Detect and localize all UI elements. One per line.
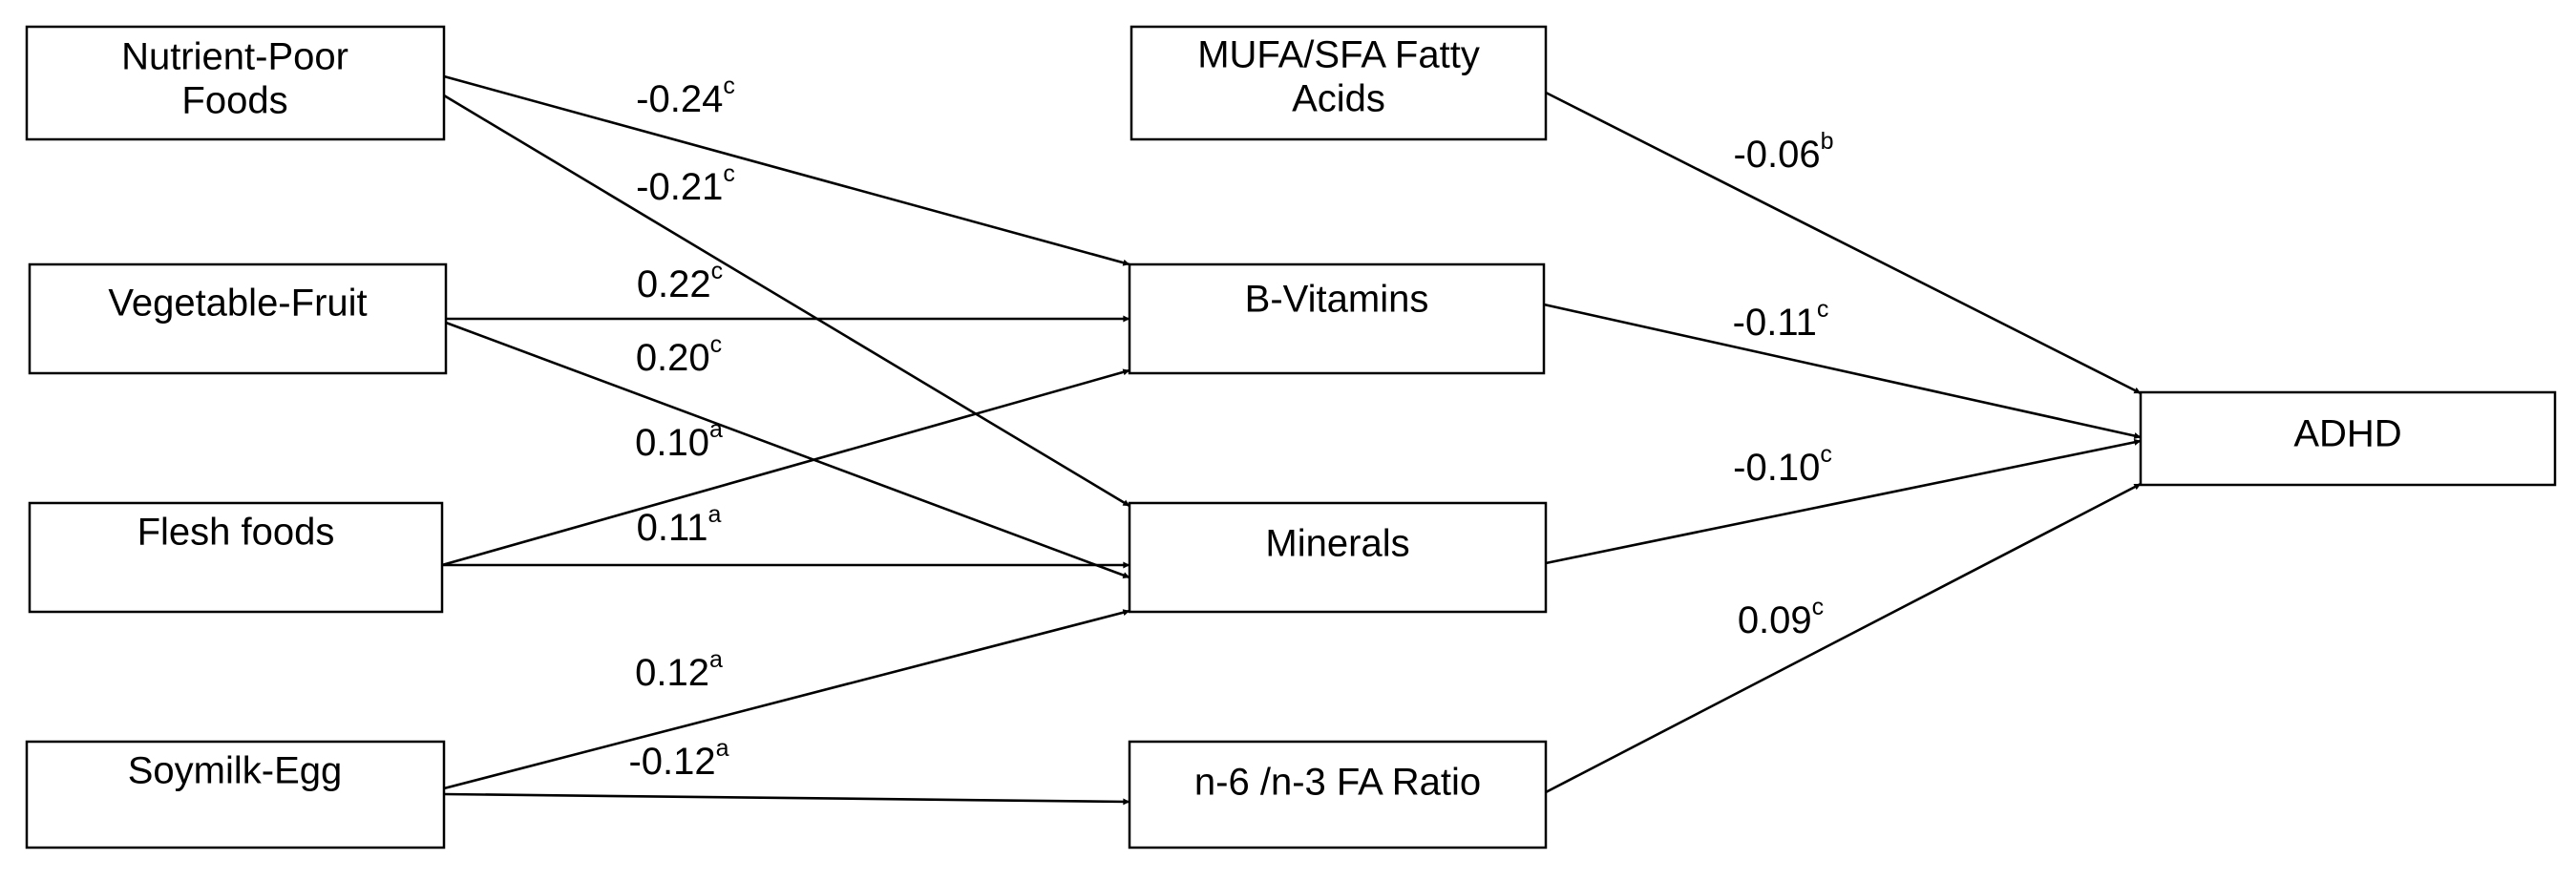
path-arrow <box>443 792 1130 806</box>
path-arrow <box>445 321 1130 579</box>
arrow-line <box>443 792 1130 806</box>
path-arrow <box>1545 438 2142 565</box>
node-label-line: Minerals <box>1265 523 1409 565</box>
node-label-line: Nutrient-Poor <box>121 36 348 78</box>
node-label-line: n-6 /n-3 FA Ratio <box>1194 762 1481 804</box>
path-coefficient: 0.12a <box>635 646 723 694</box>
arrow-line <box>1543 303 2142 439</box>
path-arrow <box>441 368 1130 567</box>
node-nutrient-poor-foods: Nutrient-Poor Foods <box>25 25 446 141</box>
arrow-line <box>1545 438 2142 565</box>
node-label-line: Acids <box>1292 78 1385 120</box>
arrow-line <box>1545 482 2142 794</box>
nodes-layer: Nutrient-Poor Foods Vegetable-Fruit Fles… <box>25 25 2557 850</box>
arrow-line <box>445 321 1130 579</box>
arrow-line <box>443 609 1130 790</box>
node-label-line: ADHD <box>2293 413 2401 455</box>
path-coefficient: -0.06b <box>1733 128 1833 176</box>
node-b-vitamins: B-Vitamins <box>1128 262 1546 375</box>
arrow-line <box>441 368 1130 567</box>
node-label-line: MUFA/SFA Fatty <box>1197 34 1480 76</box>
node-adhd: ADHD <box>2139 390 2557 487</box>
path-coefficient: 0.09c <box>1738 594 1824 641</box>
path-arrow <box>1543 303 2142 439</box>
coefficient-labels: -0.24c -0.21c 0.22c 0.20c 0.10a 0.11a 0.… <box>628 73 1833 783</box>
path-coefficient: -0.24c <box>636 73 735 120</box>
path-coefficient: 0.22c <box>637 258 723 305</box>
path-coefficient: -0.12a <box>628 735 728 783</box>
path-coefficient: -0.10c <box>1733 441 1832 489</box>
path-coefficient: 0.10a <box>635 416 723 464</box>
edges-layer <box>441 74 2142 806</box>
node-n6-n3-fa-ratio: n-6 /n-3 FA Ratio <box>1128 740 1548 850</box>
node-flesh-foods: Flesh foods <box>28 501 444 614</box>
arrow-line <box>443 74 1130 266</box>
node-label-line: Soymilk-Egg <box>128 750 343 792</box>
path-coefficient: -0.21c <box>636 160 735 208</box>
node-label-line: Foods <box>181 80 287 122</box>
path-arrow <box>1545 482 2142 794</box>
path-coefficient: 0.11a <box>637 501 722 549</box>
path-arrow <box>443 74 1130 266</box>
node-soymilk-egg: Soymilk-Egg <box>25 740 446 850</box>
node-minerals: Minerals <box>1128 501 1548 614</box>
arrow-line <box>443 94 1130 508</box>
path-coefficient: 0.20c <box>636 331 722 379</box>
arrow-line <box>1545 91 2142 395</box>
node-label-line: B-Vitamins <box>1245 279 1429 321</box>
node-mufa-sfa-fatty-acids: MUFA/SFA Fatty Acids <box>1130 25 1548 141</box>
node-label-line: Vegetable-Fruit <box>108 283 367 325</box>
path-arrow <box>443 94 1130 508</box>
path-arrow <box>443 609 1130 790</box>
node-vegetable-fruit: Vegetable-Fruit <box>28 262 448 375</box>
path-coefficient: -0.11c <box>1733 296 1829 344</box>
path-arrow <box>1545 91 2142 395</box>
node-label-line: Flesh foods <box>137 512 335 554</box>
